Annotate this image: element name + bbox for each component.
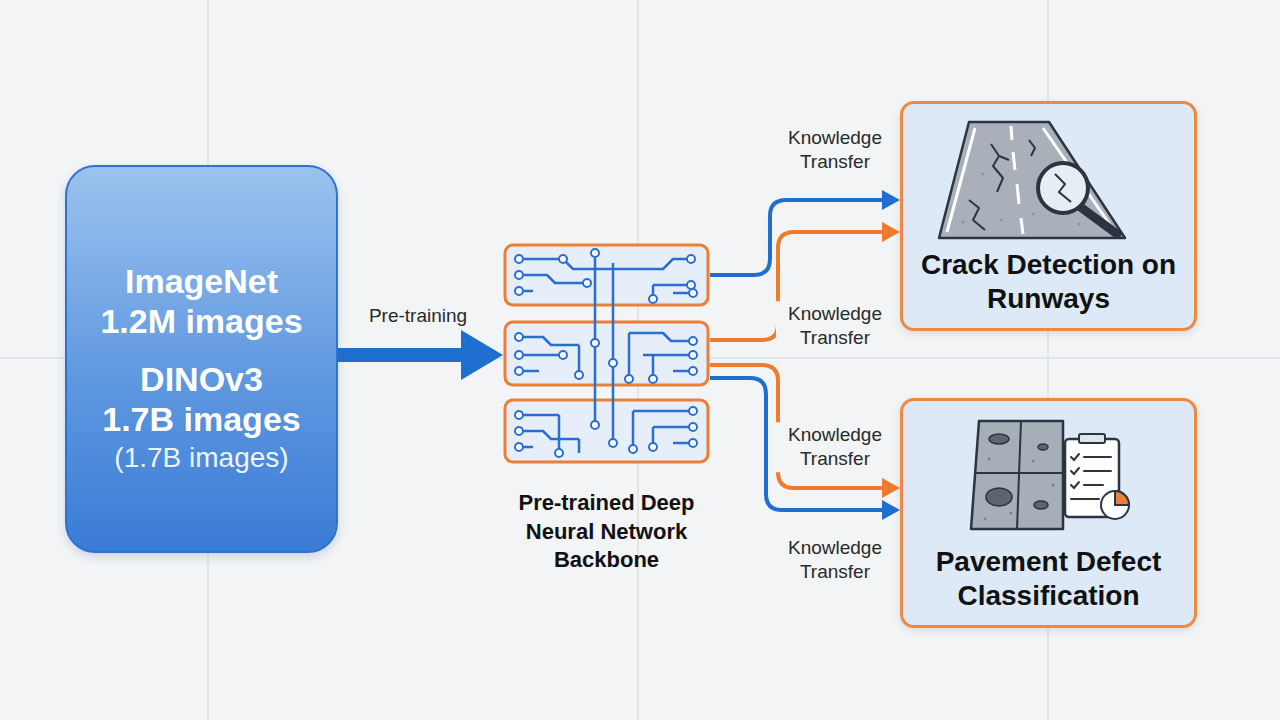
node-text: Pavement Defect Classification: [913, 545, 1184, 613]
node-text: (1.7B images): [114, 441, 288, 475]
backbone-network: Pre-trained Deep Neural Network Backbone: [503, 243, 710, 575]
task-box: Pavement Defect Classification: [900, 398, 1197, 628]
node-text: Pre-trained Deep Neural Network Backbone: [503, 489, 710, 575]
node-text: Crack Detection on Runways: [913, 248, 1184, 316]
edge-label: Knowledge Transfer: [776, 535, 894, 585]
edge-label: Knowledge Transfer: [776, 301, 894, 351]
dataset-box: ImageNet 1.2M imagesDINOv3 1.7B images(1…: [65, 165, 338, 553]
edge-label: Knowledge Transfer: [776, 422, 894, 472]
node-text: ImageNet 1.2M images: [82, 261, 322, 341]
pavement-report-icon: [903, 401, 1200, 541]
arrowhead: [882, 478, 900, 498]
arrowhead: [882, 222, 900, 242]
runway-crack-icon: [903, 104, 1200, 244]
arrowhead: [461, 330, 503, 380]
node-text: DINOv3 1.7B images: [82, 359, 322, 439]
network-illustration: [503, 243, 710, 465]
arrowhead: [882, 500, 900, 520]
arrowhead: [882, 190, 900, 210]
edge-label: Knowledge Transfer: [776, 125, 894, 175]
transfer-arrow: [710, 200, 884, 275]
transfer-arrow: [338, 348, 463, 362]
task-box: Crack Detection on Runways: [900, 101, 1197, 331]
edge-label: Pre-training: [365, 303, 471, 329]
